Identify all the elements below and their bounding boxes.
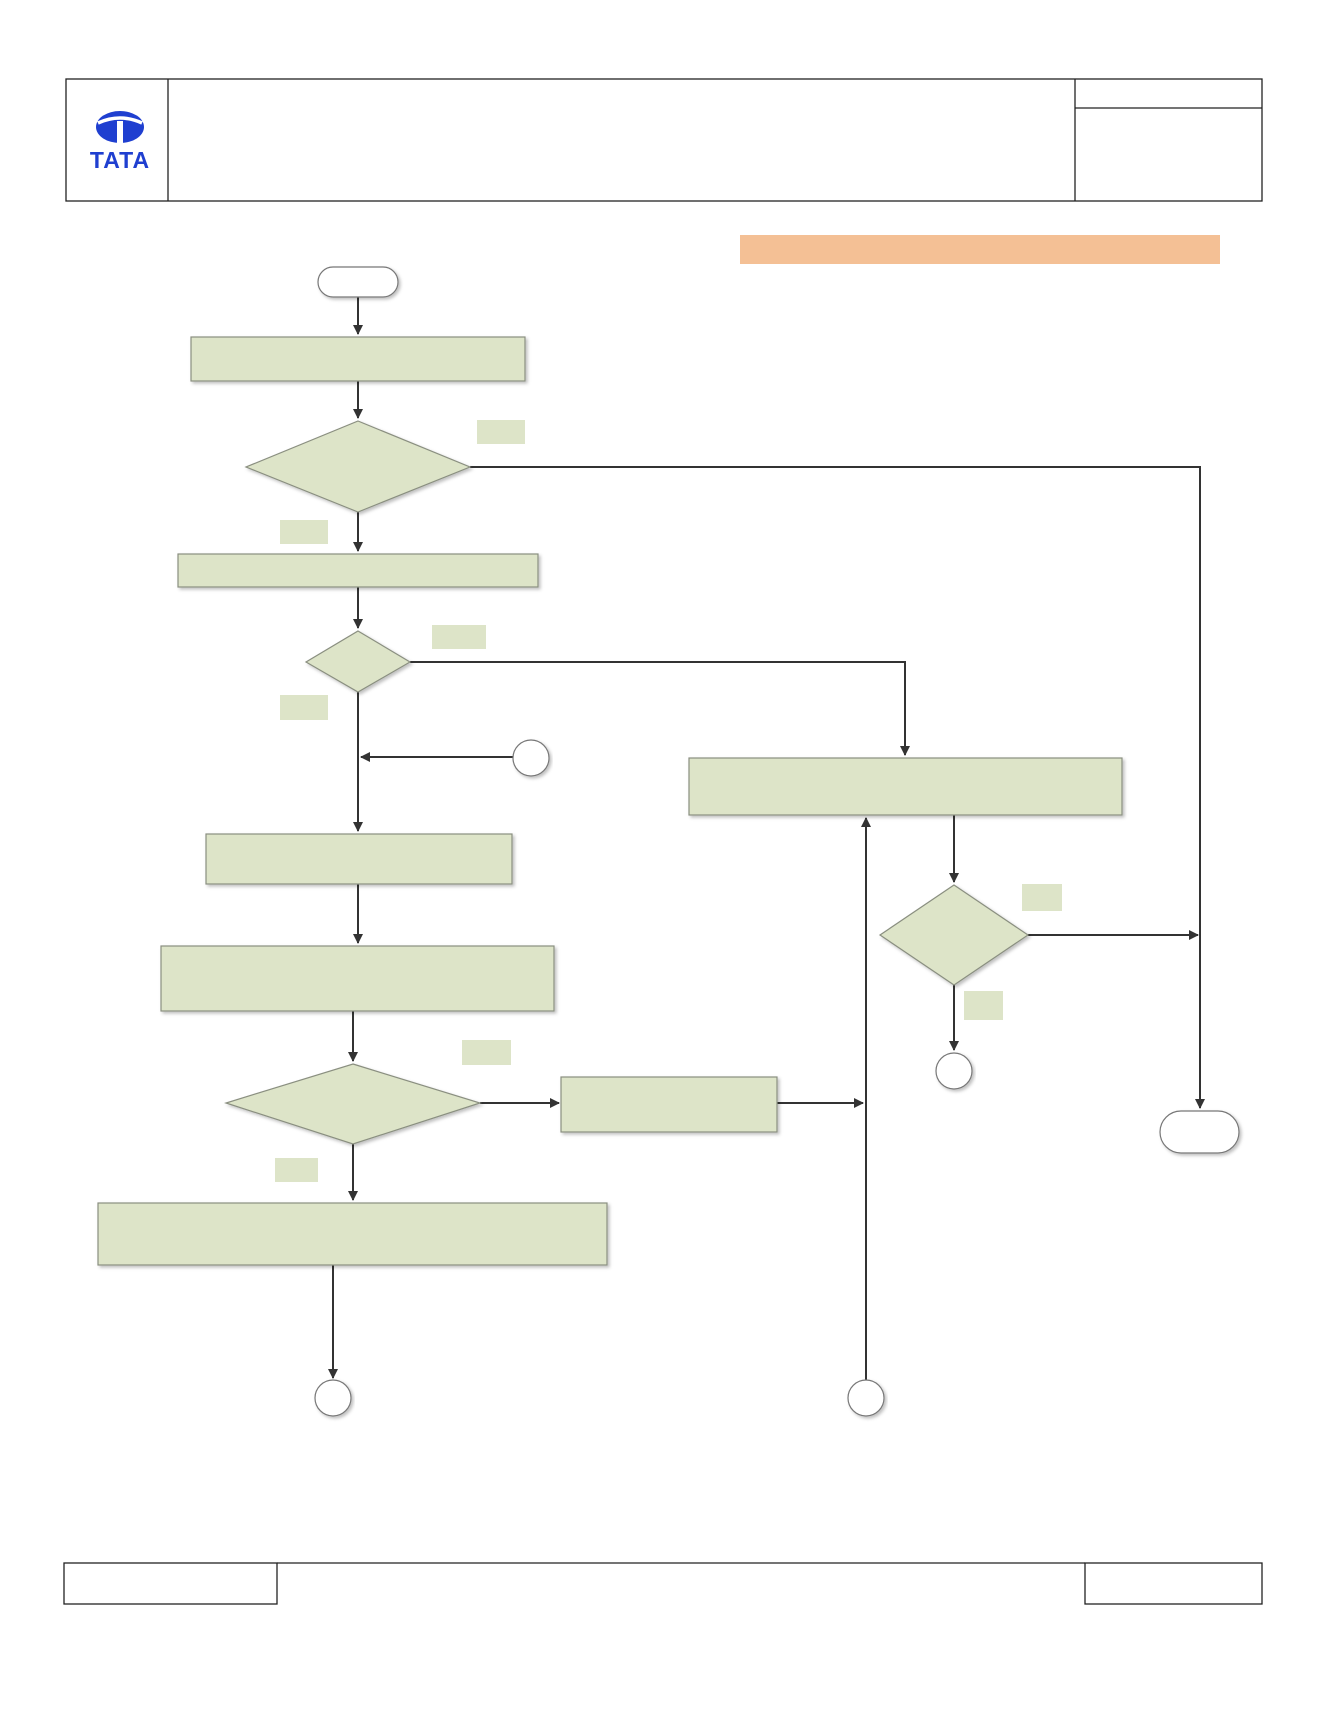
logo-text: TATA bbox=[90, 147, 150, 173]
process-step-2 bbox=[177, 553, 539, 588]
section-banner bbox=[740, 235, 1220, 264]
flow-nodes bbox=[97, 266, 1240, 1417]
edge-label-side-right bbox=[1022, 884, 1062, 911]
connector-left bbox=[314, 1379, 352, 1417]
decision-2 bbox=[304, 630, 412, 693]
decision-1 bbox=[244, 420, 472, 513]
tata-emblem-icon bbox=[96, 111, 144, 143]
connector-right bbox=[847, 1379, 885, 1417]
process-step-5 bbox=[97, 1202, 608, 1266]
connector-in bbox=[512, 739, 550, 777]
connector-side bbox=[935, 1052, 973, 1090]
flow-connectors bbox=[328, 297, 1205, 1382]
document-header: TATA bbox=[65, 78, 1263, 202]
edge-label-d3-down bbox=[275, 1158, 318, 1182]
process-step-3 bbox=[205, 833, 513, 885]
edge-label-d1-down bbox=[280, 520, 328, 544]
process-step-6 bbox=[560, 1076, 778, 1133]
edge-label-side-down bbox=[964, 991, 1003, 1020]
edge-label-tags bbox=[275, 420, 1062, 1182]
process-step-4 bbox=[160, 945, 555, 1012]
document-footer bbox=[63, 1562, 1263, 1605]
edge-label-d1-right bbox=[477, 420, 525, 444]
edge-decision1-end bbox=[470, 466, 1205, 1109]
process-step-1 bbox=[190, 336, 526, 382]
edge-decision2-sidestep bbox=[410, 661, 910, 756]
decision-3 bbox=[224, 1063, 482, 1145]
tata-logo: TATA bbox=[90, 111, 150, 173]
edge-label-d2-down bbox=[280, 695, 328, 720]
side-process-step bbox=[688, 757, 1123, 816]
end-terminator bbox=[1159, 1110, 1240, 1154]
start-terminator bbox=[317, 266, 399, 298]
side-decision bbox=[878, 884, 1030, 986]
edge-label-d3-right bbox=[462, 1040, 511, 1065]
edge-label-d2-right bbox=[432, 625, 486, 649]
